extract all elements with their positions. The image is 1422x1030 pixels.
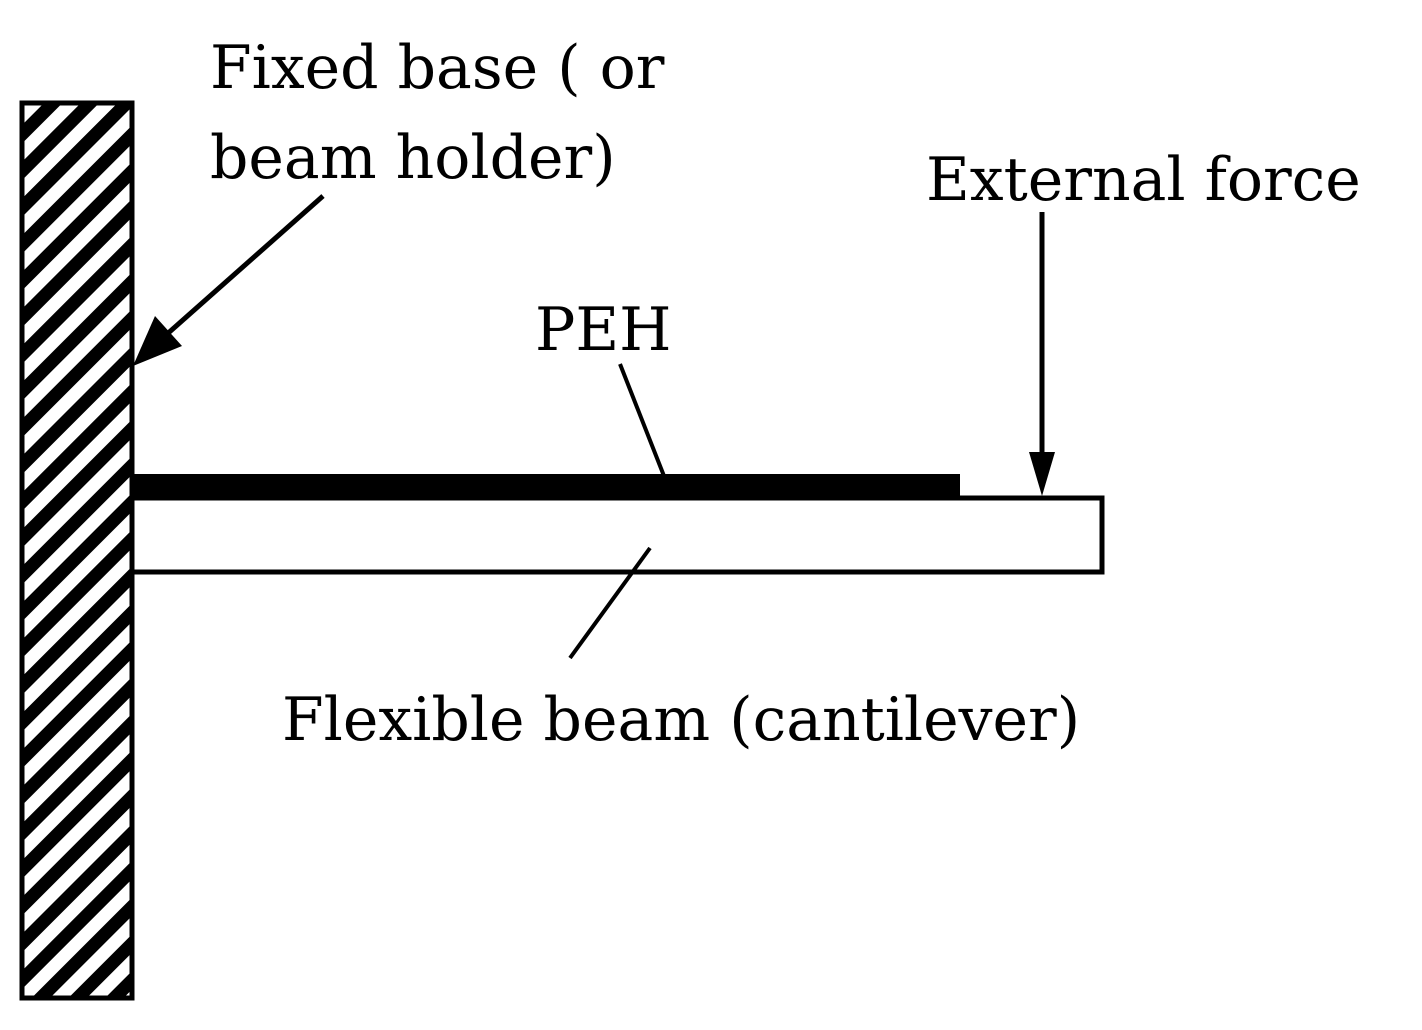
fixed-base-label-line1: Fixed base ( or xyxy=(210,33,665,103)
flexible-beam xyxy=(129,495,1105,575)
fixed-base-label-line2: beam holder) xyxy=(210,123,616,193)
flexible-beam-label: Flexible beam (cantilever) xyxy=(282,685,1080,755)
peh-layer xyxy=(132,474,960,500)
external-force-arrowhead xyxy=(1029,452,1055,496)
flexible-beam-leader-line xyxy=(568,546,652,660)
fixed-base-wall xyxy=(19,100,135,1001)
fixed-base-leader-line xyxy=(164,194,325,337)
peh-label: PEH xyxy=(535,295,672,365)
external-force-label: External force xyxy=(926,145,1361,215)
peh-leader-line xyxy=(618,363,666,477)
fixed-base-arrowhead xyxy=(133,316,182,366)
